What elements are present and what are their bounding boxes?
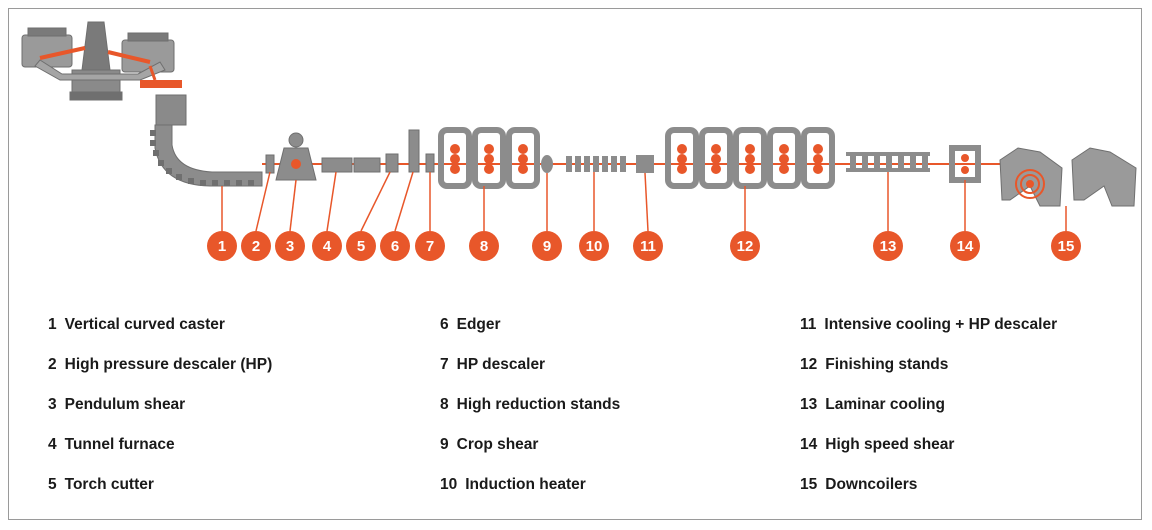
crop-shear-unit: [541, 155, 553, 173]
torch-cutter-unit: [385, 153, 399, 173]
number-badge-label: 9: [543, 238, 551, 255]
pendulum-shear-unit: [275, 132, 317, 181]
number-badge-label: 6: [391, 238, 399, 255]
downcoilers-unit: [999, 147, 1137, 207]
badge-leader-line: [394, 171, 414, 232]
vertical-curved-caster: [21, 21, 263, 187]
number-badge: [207, 231, 237, 261]
number-badge: [579, 231, 609, 261]
intensive-cooling-unit: [636, 155, 654, 173]
number-badge-label: 4: [323, 238, 332, 255]
number-badge-label: 10: [586, 238, 603, 255]
edger-unit: [408, 129, 420, 173]
number-badge-label: 1: [218, 238, 226, 255]
number-badge-label: 14: [957, 238, 974, 255]
number-badge-label: 12: [737, 238, 754, 255]
number-badge: [532, 231, 562, 261]
laminar-cooling-unit: [846, 152, 930, 172]
number-badge: [633, 231, 663, 261]
number-badge-label: 13: [880, 238, 897, 255]
number-badge-label: 15: [1058, 238, 1075, 255]
hp-descaler-unit: [265, 154, 275, 174]
number-badge: [380, 231, 410, 261]
number-badge-label: 8: [480, 238, 488, 255]
badge-leader-line: [360, 171, 391, 232]
number-badge: [950, 231, 980, 261]
badge-leader-line: [289, 179, 297, 232]
finishing-stands: [665, 127, 835, 189]
induction-heater-unit: [566, 156, 626, 172]
number-badge: [346, 231, 376, 261]
badge-leader-line: [326, 171, 337, 232]
number-badge: [415, 231, 445, 261]
number-badge-label: 3: [286, 238, 294, 255]
tunnel-furnace-unit: [321, 157, 353, 173]
hp-descaler-2-unit: [425, 153, 435, 173]
number-badge: [730, 231, 760, 261]
number-badge-label: 5: [357, 238, 365, 255]
number-badge-label: 7: [426, 238, 434, 255]
badge-leader-line: [644, 172, 649, 232]
badge-leader-line: [255, 171, 271, 232]
number-badge: [873, 231, 903, 261]
number-badge: [312, 231, 342, 261]
number-badge-label: 11: [640, 238, 656, 255]
diagram-frame: [8, 8, 1142, 520]
number-badge-label: 2: [252, 238, 260, 255]
number-badge: [275, 231, 305, 261]
number-badge: [241, 231, 271, 261]
number-badge: [469, 231, 499, 261]
number-badge: [1051, 231, 1081, 261]
high-reduction-stands: [438, 127, 540, 189]
